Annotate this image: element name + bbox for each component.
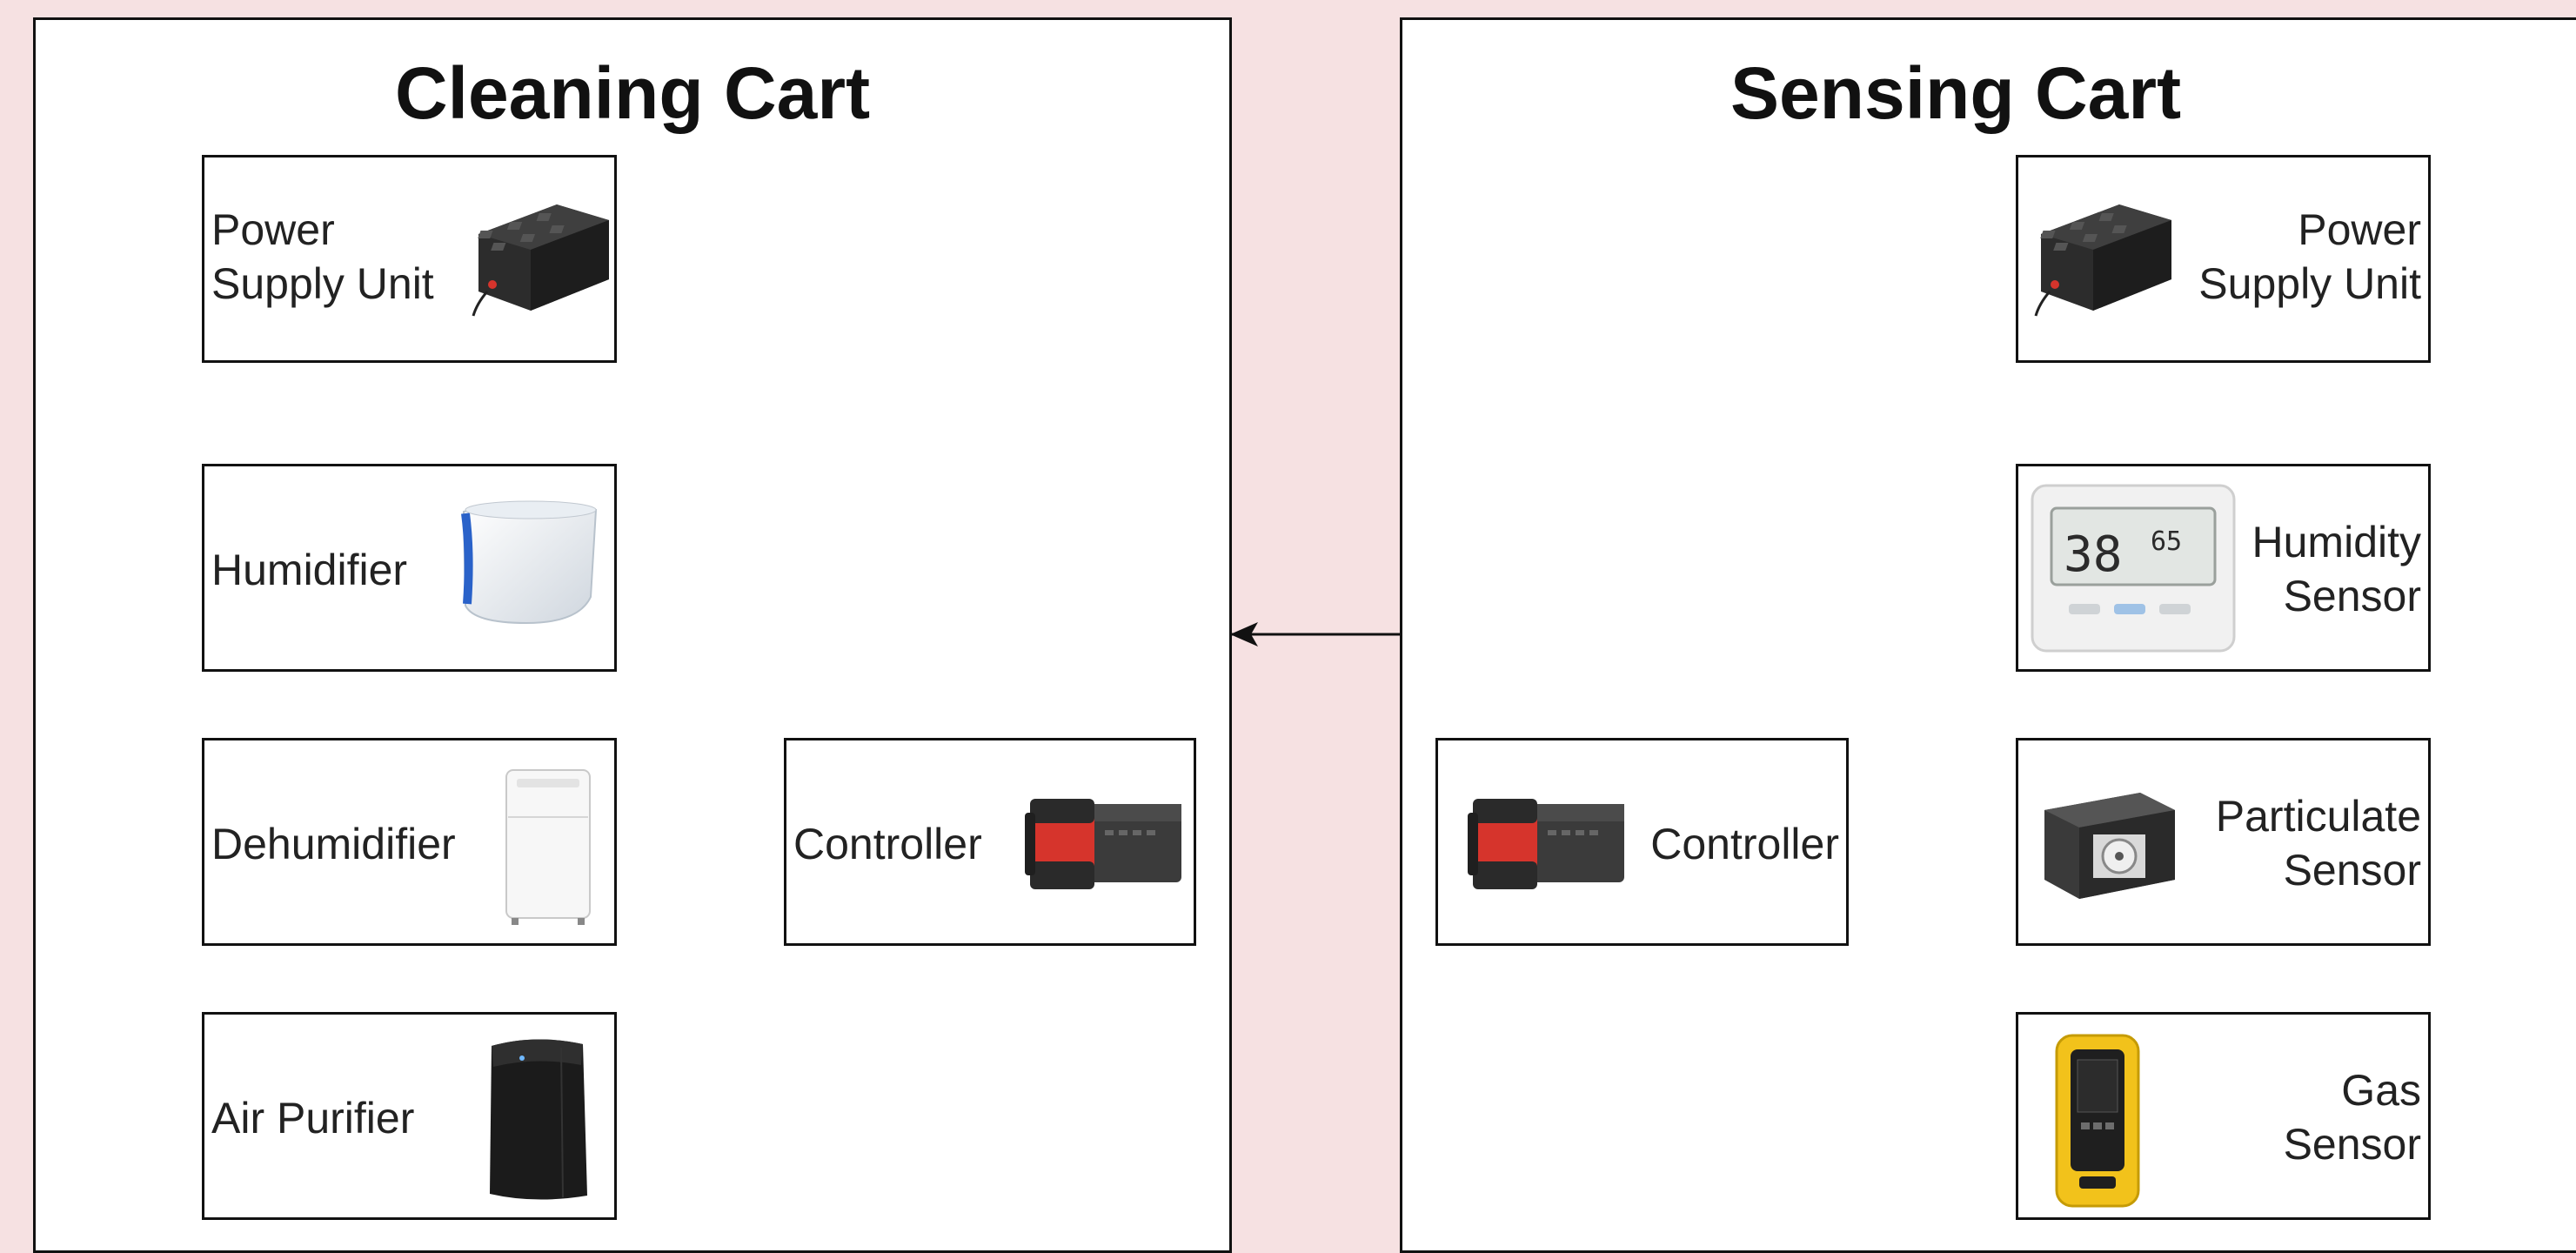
gas-sensor-node[interactable]: Gas Sensor <box>2016 1012 2431 1220</box>
sensing-power-supply-label-line1: Power <box>2298 205 2421 254</box>
cleaning-controller-label: Controller <box>793 820 982 868</box>
dehumidifier-icon <box>505 769 591 925</box>
power-supply-icon <box>2034 204 2171 317</box>
particulate-sensor-label-line1: Particulate <box>2215 792 2421 841</box>
gas-sensor-icon <box>2055 1034 2140 1208</box>
cleaning-power-supply-node[interactable]: Power Supply Unit <box>202 155 617 363</box>
controller-icon <box>1025 799 1181 889</box>
dehumidifier-label: Dehumidifier <box>211 820 456 868</box>
gas-sensor-label-line2: Sensor <box>2283 1120 2421 1169</box>
sensing-power-supply-label-line2: Supply Unit <box>2198 259 2421 308</box>
cleaning-controller-node[interactable]: Controller <box>784 738 1196 946</box>
humidifier-label: Humidifier <box>211 546 408 594</box>
humidity-sensor-humidity-readout: 65 <box>2151 526 2182 557</box>
sensing-cart-title: Sensing Cart <box>1730 52 2182 134</box>
sensing-power-supply-node[interactable]: Power Supply Unit <box>2016 155 2431 363</box>
cleaning-cart-title: Cleaning Cart <box>394 52 871 134</box>
humidifier-node[interactable]: Humidifier <box>202 464 617 672</box>
air-purifier-label: Air Purifier <box>211 1094 415 1142</box>
particulate-sensor-label-line2: Sensor <box>2283 846 2421 895</box>
humidity-sensor-temp-readout: 38 <box>2064 526 2122 583</box>
sensing-controller-node[interactable]: Controller <box>1435 738 1849 946</box>
particulate-sensor-icon <box>2044 793 2175 899</box>
sensing-controller-label: Controller <box>1650 820 1839 868</box>
cleaning-power-supply-label-line2: Supply Unit <box>211 259 434 308</box>
humidity-sensor-node[interactable]: Humidity Sensor 38 65 <box>2016 464 2431 672</box>
cleaning-power-supply-label-line1: Power <box>211 205 335 254</box>
air-purifier-node[interactable]: Air Purifier <box>202 1012 617 1220</box>
humidity-sensor-icon: 38 65 <box>2031 484 2236 653</box>
dehumidifier-node[interactable]: Dehumidifier <box>202 738 617 946</box>
humidity-sensor-label-line1: Humidity <box>2251 518 2421 566</box>
humidity-sensor-label-line2: Sensor <box>2283 572 2421 620</box>
air-purifier-icon <box>490 1039 587 1200</box>
humidifier-icon <box>461 500 598 625</box>
controller-icon <box>1468 799 1624 889</box>
particulate-sensor-node[interactable]: Particulate Sensor <box>2016 738 2431 946</box>
power-supply-icon <box>472 204 609 317</box>
gas-sensor-label-line1: Gas <box>2341 1066 2421 1115</box>
